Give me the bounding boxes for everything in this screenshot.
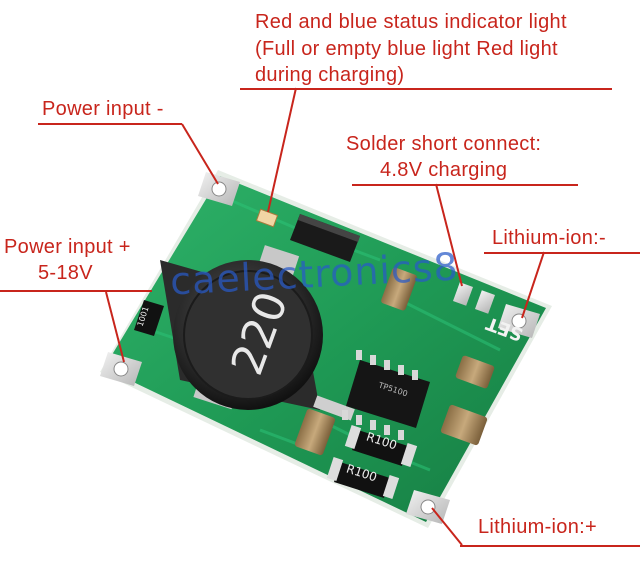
callout-power-in-neg-rule xyxy=(38,123,182,125)
resistors xyxy=(134,300,418,500)
status-led xyxy=(255,208,279,228)
callout-lithium-pos-rule xyxy=(460,545,640,547)
callout-power-in-neg: Power input - xyxy=(42,98,164,120)
callout-solder-short-line1: Solder short connect: xyxy=(346,133,542,155)
pcb-body xyxy=(104,176,546,522)
inductor xyxy=(160,245,323,410)
callout-status-led-line2: (Full or empty blue light Red light xyxy=(255,38,558,60)
capacitors xyxy=(294,267,495,456)
callout-status-led-line3: during charging) xyxy=(255,64,405,86)
callout-power-in-pos-rule xyxy=(0,290,152,292)
charger-ic xyxy=(342,350,430,440)
callout-solder-short-rule xyxy=(352,184,578,186)
callout-solder-short-line2: 4.8V charging xyxy=(380,159,508,181)
callout-power-in-pos-line1: Power input + xyxy=(4,236,131,258)
diode xyxy=(290,214,360,262)
callout-status-led-rule xyxy=(240,88,612,90)
callout-status-led-line1: Red and blue status indicator light xyxy=(255,11,567,33)
callout-lithium-neg: Lithium-ion:- xyxy=(492,227,606,249)
callout-power-in-pos-line2: 5-18V xyxy=(38,262,93,284)
callout-lithium-neg-rule xyxy=(484,252,640,254)
callout-lithium-pos: Lithium-ion:+ xyxy=(478,516,597,538)
